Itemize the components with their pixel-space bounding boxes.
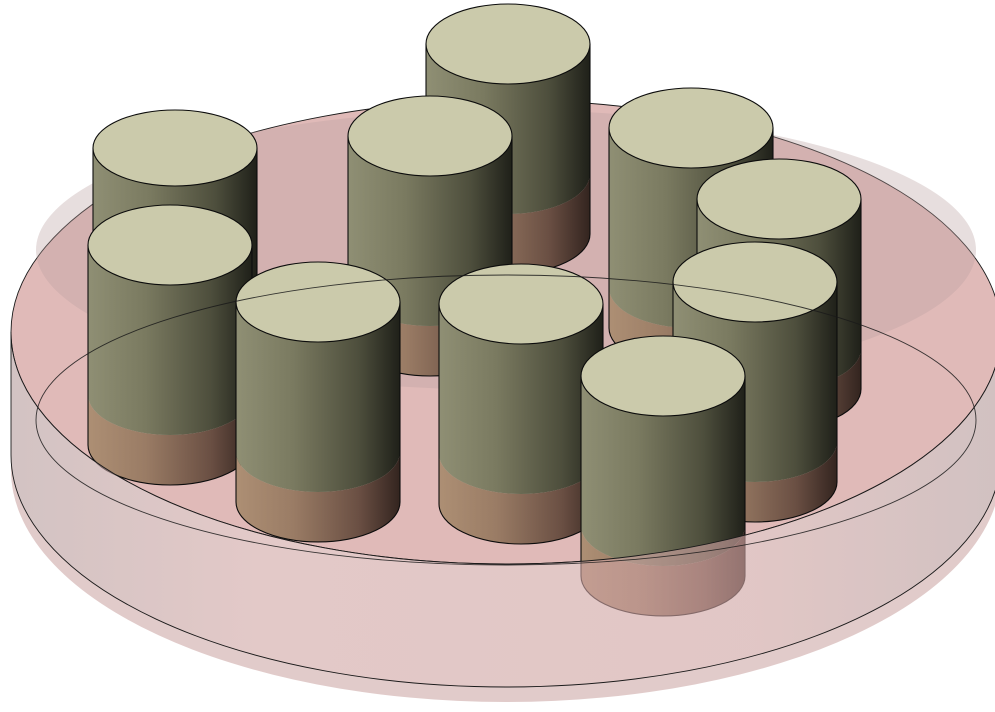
cylinder-top-face [672,241,838,323]
cylinder-outline [235,302,401,543]
cylinder-submerged-part [439,454,603,544]
dish-rim-front-edge [10,331,995,565]
cylinder-top-face [347,95,513,177]
cylinder-top-face [425,3,591,85]
dish-front-wall [10,274,995,702]
cylinder-side [581,376,745,566]
cylinder-group [87,3,862,617]
cylinder-top-face [696,158,862,240]
cylinder-6 [87,204,253,486]
liquid-surface-line [35,274,977,566]
cylinder-8 [438,263,604,545]
cylinder-7 [235,261,401,543]
cylinder-side [439,304,603,494]
cylinder-top-face [438,263,604,345]
dish-side-wall [11,332,995,687]
cylinder-top-face [235,261,401,343]
dish-bottom-edge [10,454,995,688]
cylinder-submerged-part [236,452,400,542]
cylinder-submerged-part [88,395,252,485]
cylinder-top-face [87,204,253,286]
cylinder-top-face [608,87,774,169]
cylinder-top-face [580,335,746,417]
cylinder-side [236,302,400,492]
cylinder-top-face [92,109,258,187]
cylinder-side [88,245,252,435]
